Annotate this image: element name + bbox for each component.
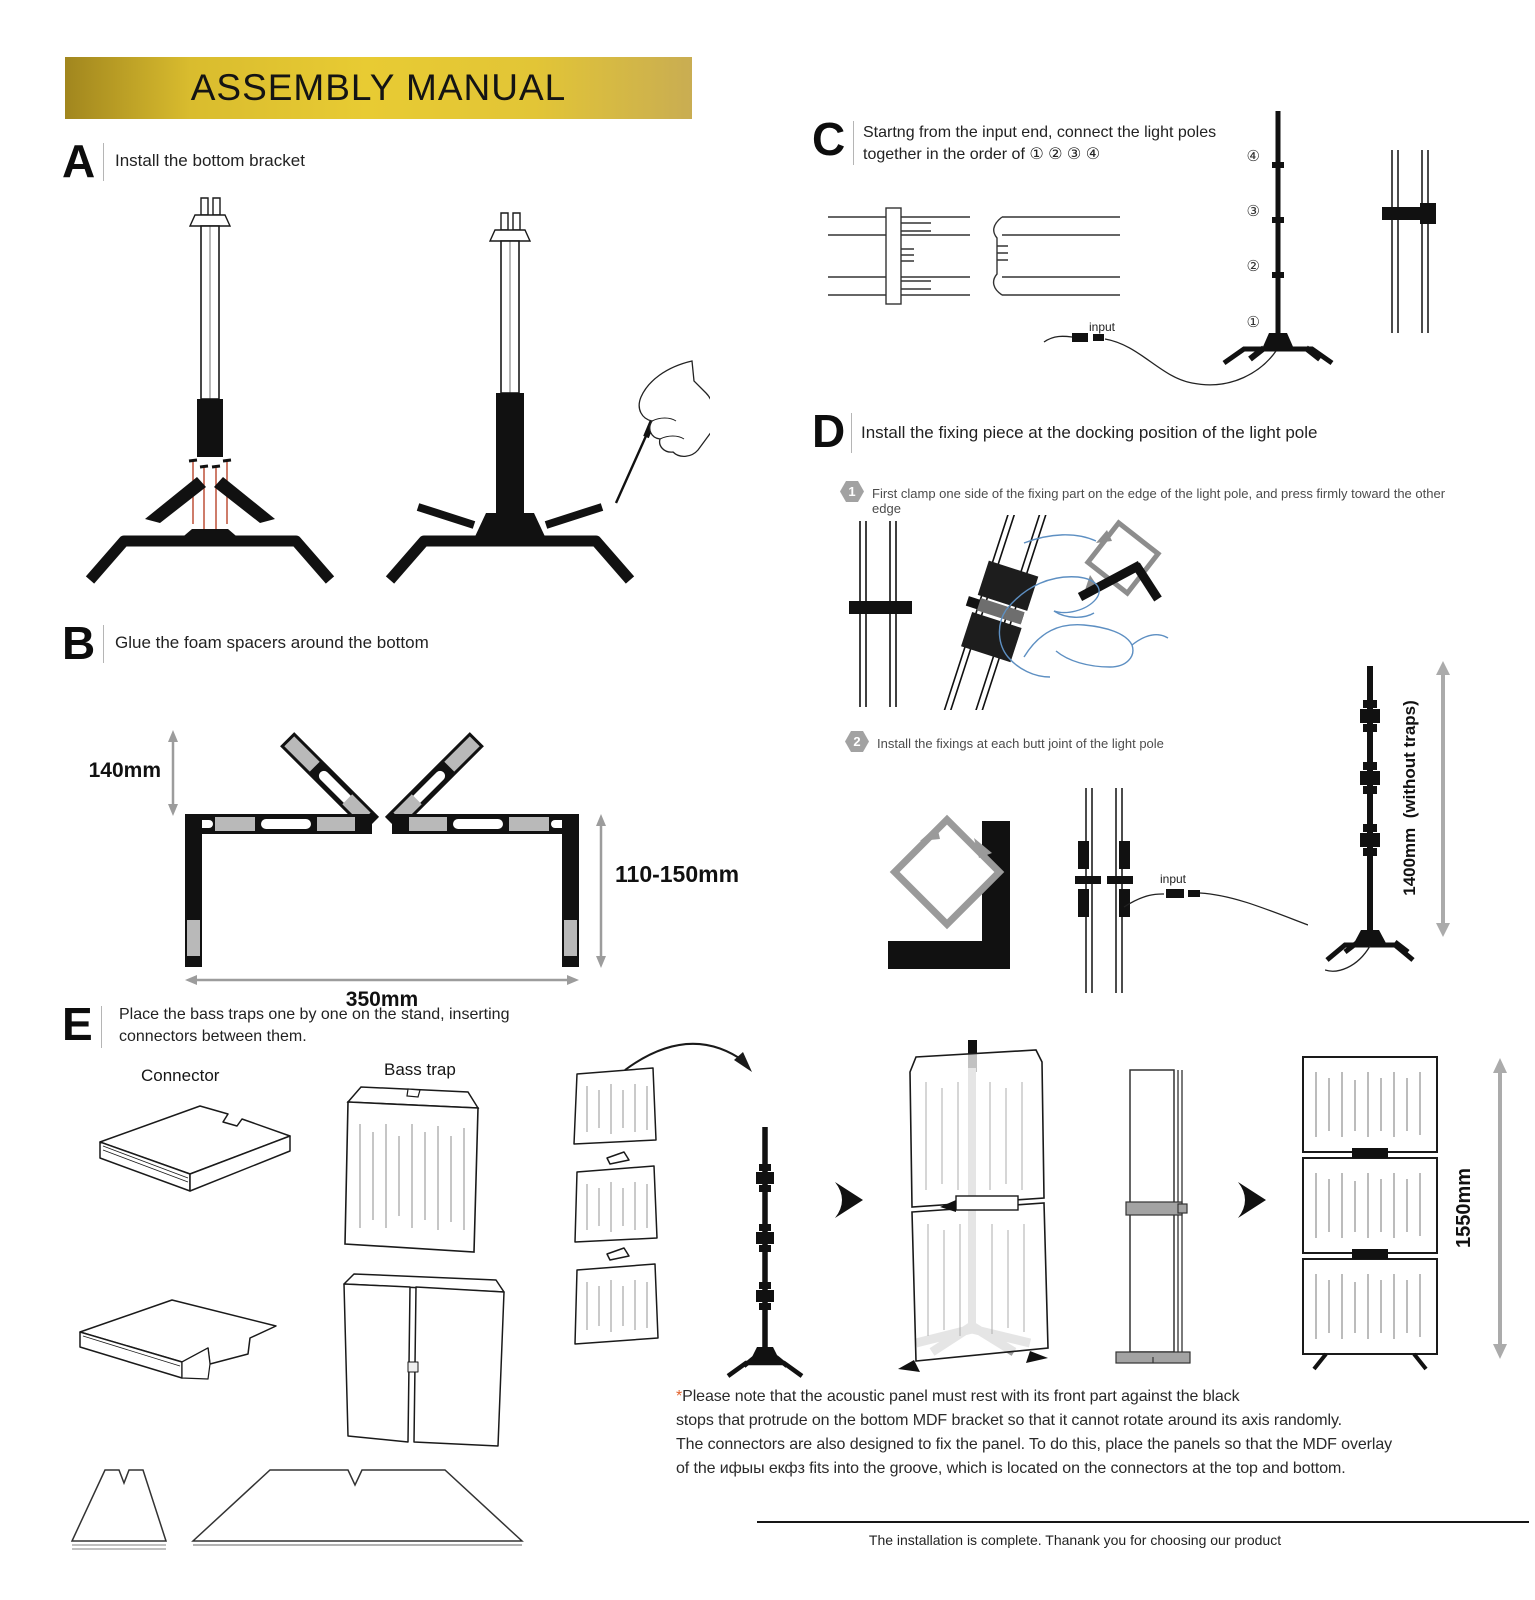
bass-trap-panel [344, 1086, 480, 1253]
dim-1550-label: 1550mm [1453, 1168, 1475, 1248]
section-c-letter: C [812, 113, 846, 165]
section-a-divider [103, 143, 104, 181]
butt-joint-fixings [1075, 788, 1133, 993]
pole-fixing-tilted [940, 515, 1048, 710]
pole-joint-detail-a [828, 207, 970, 305]
bracket-right [384, 732, 579, 967]
dim-1400-label: 1400mm (without traps) [1400, 700, 1419, 896]
hand-with-screwdriver [614, 360, 710, 504]
panel-stack-exploded [573, 1067, 659, 1345]
input-label: input [1160, 872, 1187, 886]
input-cable: input [1123, 872, 1308, 926]
section-d-divider [851, 413, 852, 453]
section-c-instruction: Startng from the input end, connect the … [863, 122, 1216, 166]
connector-part-flipped [79, 1299, 277, 1380]
pole-number-4: ④ [1247, 148, 1260, 165]
section-c-divider [853, 121, 854, 165]
section-d-step2-illustration: input [888, 788, 1308, 993]
bass-trap-panel-doors [343, 1273, 505, 1447]
curved-arrow [624, 1042, 752, 1072]
dim-pole-height: 1400mm (without traps) [1400, 661, 1450, 937]
footnote-asterisk: * [676, 1388, 683, 1405]
dim-350-label: 350mm [346, 988, 418, 1011]
pole-on-stand [726, 1127, 804, 1378]
assembled-pole [1325, 666, 1415, 972]
section-b-letter: B [62, 617, 96, 669]
footnote-line3: The connectors are also designed to fix … [676, 1436, 1393, 1453]
screw-pins [192, 462, 228, 534]
footer-divider [757, 1521, 1529, 1523]
pole-number-3: ③ [1247, 203, 1260, 220]
section-a-letter: A [62, 135, 96, 187]
pole-joint-detail-b [992, 216, 1120, 296]
section-d-instruction: Install the fixing piece at the docking … [861, 423, 1318, 442]
panel-side-view [1115, 1069, 1191, 1364]
pole-with-order-numbers: ④ ③ ② ① [1222, 111, 1334, 366]
section-b-divider [103, 625, 104, 663]
section-a-instruction: Install the bottom bracket [115, 151, 305, 170]
dim-140-label: 140mm [89, 759, 161, 782]
final-panel-stack [1302, 1056, 1438, 1371]
section-e-instruction-line2: connectors between them. [119, 1028, 307, 1045]
step-arrow [1238, 1182, 1266, 1218]
section-c-instruction-line1: Startng from the input end, connect the … [863, 124, 1217, 141]
dim-base-width: 350mm [185, 975, 579, 1011]
page-title: ASSEMBLY MANUAL [190, 67, 567, 108]
footnote: *Please note that the acoustic panel mus… [676, 1385, 1466, 1481]
dim-110-150-label: 110-150mm [615, 861, 739, 887]
section-c-instruction-line2: together in the order of ① ② ③ ④ [863, 146, 1101, 163]
assembled-panels-on-stand [898, 1040, 1049, 1372]
section-e-instruction: Place the bass traps one by one on the s… [119, 1004, 509, 1048]
pole-clamp-detail [1382, 150, 1436, 333]
connector-part [99, 1105, 291, 1192]
template-wide [191, 1469, 524, 1542]
step-arrow [835, 1182, 863, 1218]
footnote-line1: *Please note that the acoustic panel mus… [676, 1385, 1466, 1409]
connector-label: Connector [141, 1066, 220, 1085]
bracket-left [185, 732, 380, 967]
section-d-step1-illustration [849, 515, 1169, 710]
pole-number-1: ① [1247, 314, 1260, 331]
section-c-illustration: ④ ③ ② ① input [828, 111, 1436, 386]
dim-leg-height: 110-150mm [596, 814, 739, 968]
dim-stack-height: 1550mm [1453, 1058, 1507, 1359]
section-e-divider [101, 1006, 102, 1048]
section-b-illustration: 140mm 110-150mm 350mm [89, 730, 739, 1011]
footer-text: The installation is complete. Thanank yo… [868, 1532, 1282, 1548]
section-d-pole-illustration: 1400mm (without traps) [1325, 661, 1450, 972]
section-a-illustration [85, 197, 710, 584]
title-banner: ASSEMBLY MANUAL [65, 57, 692, 119]
footnote-line2: stops that protrude on the bottom MDF br… [676, 1412, 1343, 1429]
section-d-letter: D [812, 405, 846, 457]
dim-spacer-height: 140mm [89, 730, 178, 816]
section-e-instruction-line1: Place the bass traps one by one on the s… [119, 1006, 510, 1023]
stand-exploded [85, 197, 335, 584]
footnote-line1-text: Please note that the acoustic panel must… [682, 1388, 1240, 1405]
input-label: input [1089, 320, 1116, 334]
step-1-badge: 1 [840, 481, 864, 502]
step-2-badge: 2 [845, 731, 869, 752]
hand-outline [998, 534, 1169, 678]
input-cable: input [1043, 320, 1277, 386]
pole-clamped-straight [849, 521, 912, 707]
section-e-letter: E [62, 998, 93, 1050]
section-b-instruction: Glue the foam spacers around the bottom [115, 633, 429, 652]
footnote-line4: of the ифыы екфз fits into the groove, w… [676, 1460, 1346, 1477]
section-e-illustration: 1550mm [70, 1040, 1507, 1550]
pole-number-2: ② [1247, 258, 1260, 275]
corner-fixing-detail [888, 814, 1010, 969]
bass-trap-label: Bass trap [384, 1060, 456, 1079]
hand-with-fixing-part [998, 519, 1169, 678]
template-small [70, 1469, 168, 1542]
step-1-text: First clamp one side of the fixing part … [872, 486, 1446, 516]
stand-assembled [385, 212, 710, 584]
step-2-text: Install the fixings at each butt joint o… [877, 736, 1164, 751]
